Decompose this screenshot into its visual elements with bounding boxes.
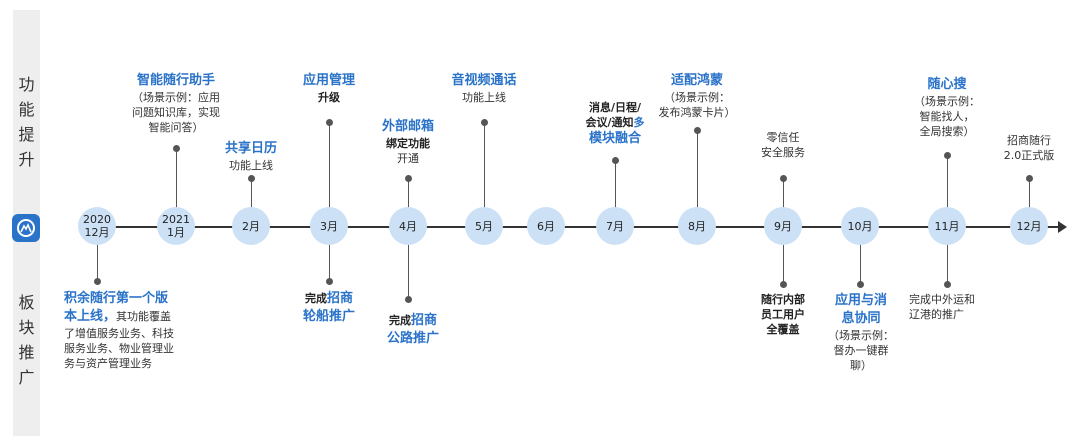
node-jun: 6月 bbox=[527, 207, 565, 245]
dot-apr bbox=[405, 175, 412, 182]
milestone-aug-harmonyos: 适配鸿蒙 （场景示例： 发布鸿蒙卡片） bbox=[658, 73, 736, 119]
stem-feb bbox=[251, 178, 252, 226]
stem-nov-below bbox=[947, 226, 948, 284]
milestone-sep-zero-trust: 零信任 安全服务 bbox=[761, 131, 805, 159]
milestone-feb-shared-calendar: 共享日历 功能上线 bbox=[224, 141, 277, 172]
timeline-axis bbox=[80, 226, 1060, 228]
stem-oct-below bbox=[860, 226, 861, 284]
dot-nov-below bbox=[944, 281, 951, 288]
milestone-jul-module-fusion: 消息/日程/ 会议/通知多 模块融合 bbox=[585, 101, 645, 146]
dot-dec2020-below bbox=[94, 278, 101, 285]
milestone-nov-sinotrans-rollout: 完成中外运和 辽港的推广 bbox=[909, 293, 975, 321]
milestone-apr-road-rollout: 完成招商 公路推广 bbox=[386, 313, 439, 346]
stem-nov bbox=[947, 155, 948, 226]
milestone-dec2020-first-release: 积余随行第一个版 本上线，其功能覆盖 了增值服务业务、科技 服务业务、物业管理业… bbox=[64, 291, 174, 370]
node-apr: 4月 bbox=[389, 207, 427, 245]
dot-apr-below bbox=[405, 296, 412, 303]
node-may: 5月 bbox=[465, 207, 503, 245]
milestone-apr-external-mail: 外部邮箱 绑定功能 开通 bbox=[381, 119, 434, 165]
milestone-may-av-call: 音视频通话 功能上线 bbox=[451, 73, 517, 104]
node-oct: 10月 bbox=[841, 207, 879, 245]
dot-mar-below bbox=[326, 278, 333, 285]
node-dec: 12月 bbox=[1010, 207, 1048, 245]
milestone-nov-search: 随心搜 （场景示例： 智能找人， 全局搜索） bbox=[914, 77, 980, 138]
node-jul: 7月 bbox=[596, 207, 634, 245]
milestone-mar-app-management: 应用管理 升级 bbox=[302, 73, 355, 104]
dot-sep-below bbox=[780, 281, 787, 288]
milestone-oct-app-message-collab: 应用与消 息协同 （场景示例： 督办一键群 聊） bbox=[828, 293, 894, 372]
dot-dec bbox=[1026, 175, 1033, 182]
node-mar: 3月 bbox=[310, 207, 348, 245]
milestone-jan-smart-assistant: 智能随行助手 （场景示例：应用 问题知识库，实现 智能问答） bbox=[132, 73, 220, 134]
node-nov: 11月 bbox=[928, 207, 966, 245]
stem-sep bbox=[783, 178, 784, 226]
milestone-dec-release: 招商随行 2.0正式版 bbox=[1003, 134, 1055, 162]
stem-may bbox=[484, 122, 485, 226]
brand-logo-icon bbox=[12, 214, 40, 242]
stem-dec2020-below bbox=[97, 226, 98, 281]
sector-promotion-label: 板 块 推 广 bbox=[18, 293, 35, 387]
stem-dec bbox=[1029, 178, 1030, 226]
dot-feb bbox=[248, 175, 255, 182]
node-feb: 2月 bbox=[232, 207, 270, 245]
stem-apr-below bbox=[408, 226, 409, 299]
stem-jan bbox=[176, 148, 177, 226]
dot-may bbox=[481, 119, 488, 126]
stem-mar bbox=[329, 122, 330, 226]
dot-aug bbox=[694, 127, 701, 134]
feature-upgrade-label: 功 能 提 升 bbox=[18, 75, 35, 169]
timeline-arrow-icon bbox=[1058, 221, 1067, 233]
dot-mar bbox=[326, 119, 333, 126]
node-aug: 8月 bbox=[678, 207, 716, 245]
dot-sep bbox=[780, 175, 787, 182]
node-sep: 9月 bbox=[764, 207, 802, 245]
dot-jul bbox=[612, 157, 619, 164]
stem-jul bbox=[615, 160, 616, 226]
dot-nov bbox=[944, 152, 951, 159]
stem-mar-below bbox=[329, 226, 330, 281]
stem-aug bbox=[697, 130, 698, 226]
dot-jan bbox=[173, 145, 180, 152]
stem-apr bbox=[408, 178, 409, 226]
milestone-mar-shipping-rollout: 完成招商 轮船推广 bbox=[302, 291, 355, 324]
milestone-sep-internal-coverage: 随行内部 员工用户 全覆盖 bbox=[761, 293, 805, 336]
stem-sep-below bbox=[783, 226, 784, 284]
dot-oct-below bbox=[857, 281, 864, 288]
